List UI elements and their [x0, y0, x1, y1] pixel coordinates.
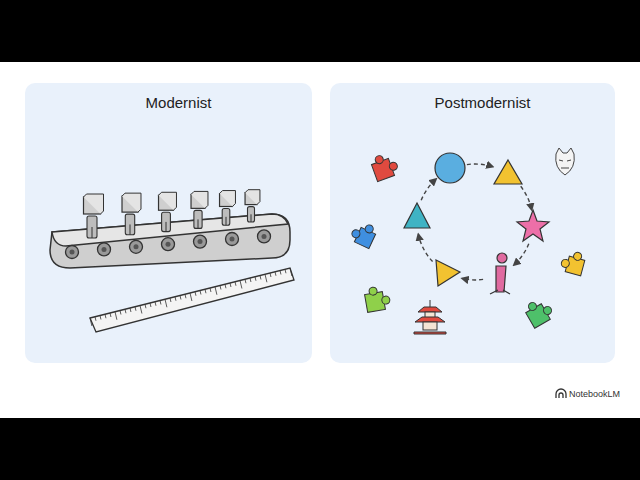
ruler — [90, 268, 294, 332]
panel-title: Modernist — [25, 83, 332, 111]
puzzle-pieces — [349, 151, 586, 329]
panel-fill — [25, 83, 312, 363]
white-band — [0, 62, 640, 418]
box-figures — [84, 190, 260, 238]
shapes — [404, 153, 549, 294]
mask — [556, 148, 575, 175]
notebooklm-logo — [556, 389, 566, 398]
panel-title: Postmodernist — [330, 83, 635, 111]
watermark: NotebookLM — [569, 389, 620, 399]
panel-fill — [330, 83, 615, 363]
panel: Postmodernist — [330, 83, 635, 363]
pagoda — [414, 300, 446, 334]
panel: Modernist — [25, 83, 332, 363]
